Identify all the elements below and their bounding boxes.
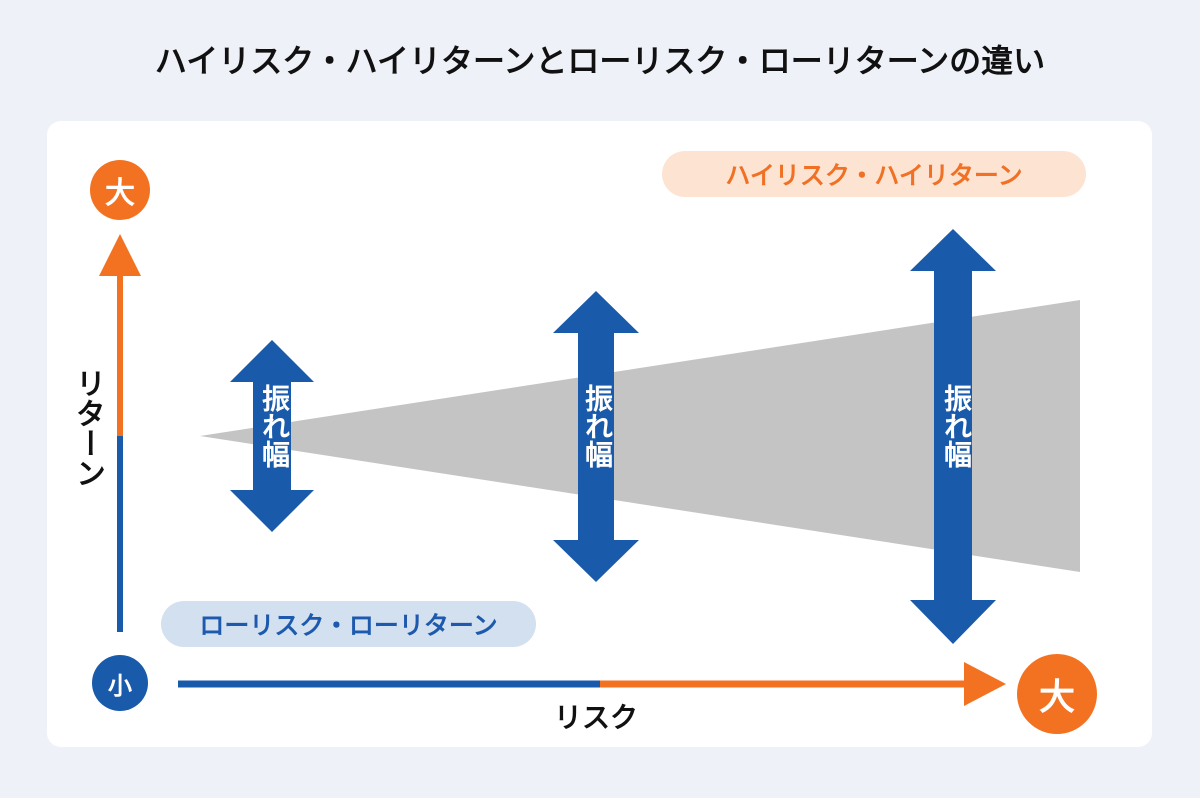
amplitude-label-high: 振れ幅 — [940, 384, 973, 468]
amplitude-label-low: 振れ幅 — [258, 384, 291, 468]
low-risk-low-return-label: ローリスク・ローリターン — [161, 601, 536, 647]
amplitude-wedge — [200, 300, 1080, 572]
return-large-badge: 大 — [90, 160, 150, 220]
page-title: ハイリスク・ハイリターンとローリスク・ローリターンの違い — [154, 42, 1046, 80]
return-axis-label: リターン — [70, 368, 105, 488]
up-arrow-icon — [99, 234, 141, 276]
double-arrow-icon — [910, 229, 996, 644]
double-arrow-icon — [230, 340, 314, 532]
amplitude-label-mid: 振れ幅 — [581, 384, 614, 468]
risk-large-badge: 大 — [1017, 654, 1097, 734]
double-arrow-icon — [553, 291, 639, 582]
origin-small-badge: 小 — [92, 655, 148, 711]
high-risk-high-return-label: ハイリスク・ハイリターン — [662, 151, 1086, 197]
right-arrow-icon — [964, 662, 1006, 706]
risk-axis-label: リスク — [553, 701, 638, 734]
